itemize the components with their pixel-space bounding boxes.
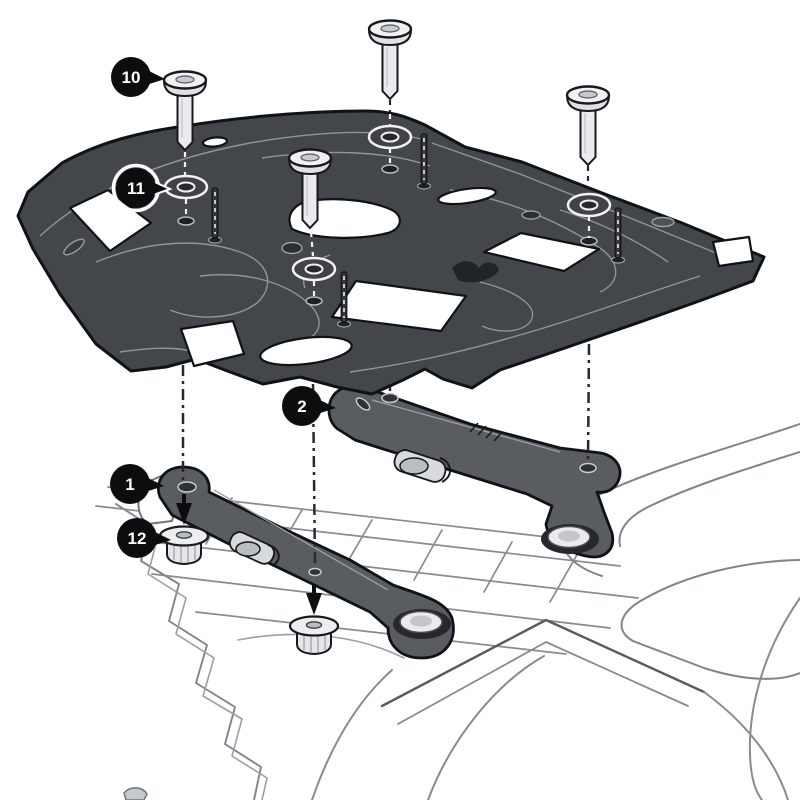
front-bracket-grommet-icon: [393, 609, 451, 639]
washer-icon: [291, 256, 337, 282]
rear-bracket-hole-left: [381, 392, 399, 404]
washer-icon: [566, 192, 612, 218]
rear-adapter-bracket: [327, 384, 622, 559]
callout-10-balloon: [111, 57, 151, 97]
stud-icon: [610, 207, 626, 264]
brand-emblem: [452, 261, 499, 283]
callout-1: 1: [110, 464, 164, 504]
rear-bracket-contour: [371, 399, 561, 453]
plate-small-holes: [63, 210, 675, 256]
screw-icon: [565, 85, 611, 167]
tail-v-edge: [380, 618, 706, 708]
plate-screw-holes: [177, 164, 598, 306]
tail-v-echo: [397, 641, 689, 725]
washer-icon: [163, 174, 209, 200]
grab-rail-lower: [618, 451, 800, 547]
front-bracket-contour: [213, 489, 389, 591]
insertion-arrow-icon: [176, 494, 192, 525]
callout-12-label: 12: [128, 529, 147, 548]
callout-2: 2: [282, 386, 336, 426]
screw-icon: [287, 148, 333, 230]
callout-12: 12: [117, 518, 171, 558]
well-nut-icon: [288, 615, 340, 656]
rear-bracket-hook: [439, 457, 451, 483]
screw-gap-dashes: [388, 100, 590, 186]
rear-bracket-hole-right: [579, 462, 597, 474]
alignment-line-right: [586, 343, 591, 463]
front-bracket-slot-washer: [235, 541, 261, 557]
callout-2-balloon: [282, 386, 322, 426]
front-bracket-hole-mid: [308, 567, 322, 577]
adapter-plate-body: [16, 109, 766, 396]
callout-1-balloon: [110, 464, 150, 504]
callout-11-balloon: [116, 168, 156, 208]
front-bracket-hook: [267, 544, 280, 567]
grab-rail-loop: [620, 559, 800, 680]
stud-icons: [207, 133, 626, 328]
footpeg-blob: [123, 787, 148, 800]
adapter-plate: [16, 109, 766, 396]
screw-icon: [367, 19, 413, 101]
callout-11: 11: [111, 163, 173, 213]
stud-icon: [416, 133, 432, 190]
front-bracket-hole-left: [177, 481, 197, 493]
screw-icon: [162, 70, 208, 152]
insertion-arrow-icon: [306, 584, 322, 615]
rear-bracket-grommet-icon: [541, 524, 599, 554]
callout-10: 10: [111, 57, 165, 97]
callout-1-label: 1: [125, 475, 134, 494]
washer-icon: [367, 124, 413, 150]
rear-bracket-bean-hole: [355, 397, 371, 411]
well-nut-icon: [158, 525, 210, 566]
callout-11-label: 11: [127, 179, 145, 198]
stud-icon: [207, 187, 223, 244]
callout-2-label: 2: [297, 397, 306, 416]
side-panel-zigzag-inner: [147, 539, 268, 800]
rear-bracket-slot-washer: [399, 457, 429, 475]
callout-12-balloon: [117, 518, 157, 558]
rear-bracket-hatch: [469, 422, 503, 442]
callout-10-label: 10: [122, 68, 141, 87]
stud-icon: [336, 271, 352, 328]
